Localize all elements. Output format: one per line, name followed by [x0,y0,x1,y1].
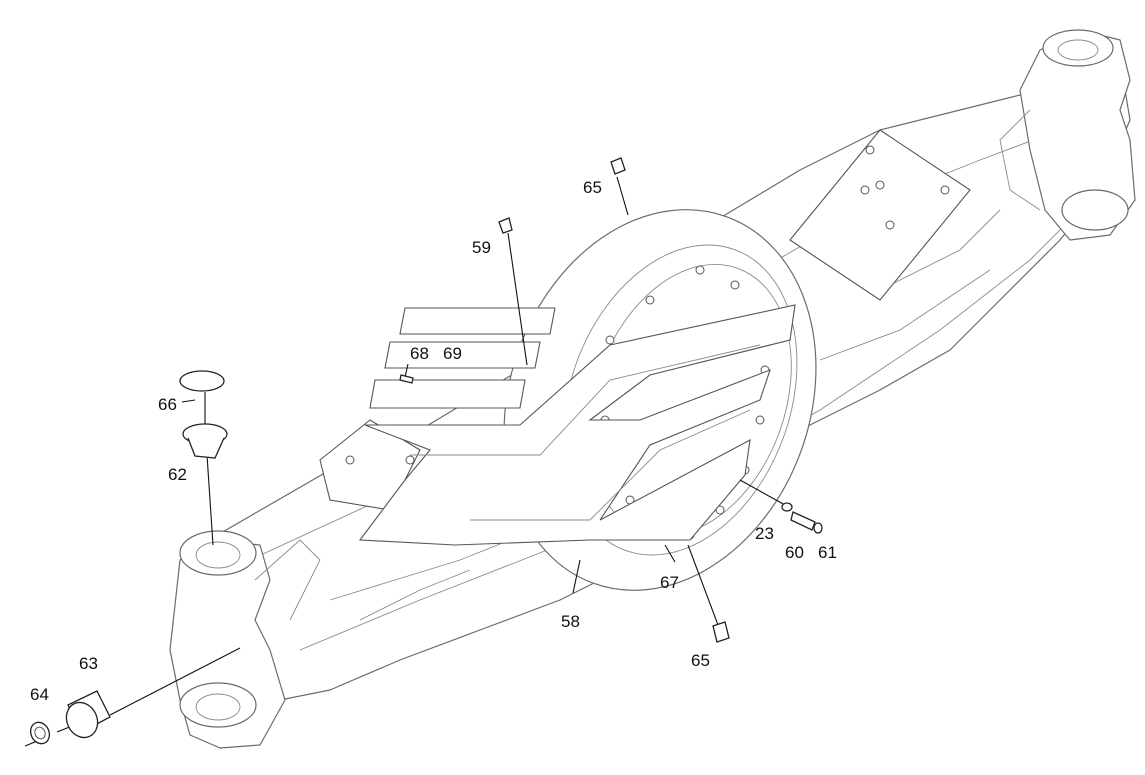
left-knuckle [169,530,321,749]
callout-64: 64 [30,685,49,704]
washer-61 [813,522,823,534]
bolt-59 [498,217,513,234]
plug-65-bottom [712,621,730,643]
callout-67: 67 [660,573,679,592]
callout-69: 69 [443,344,462,363]
callout-65-bottom: 65 [691,651,710,670]
pin-68 [399,374,414,384]
callout-68: 68 [410,344,429,363]
bolt-60 [790,511,816,531]
parts [29,157,823,745]
callout-58: 58 [561,612,580,631]
callout-63: 63 [79,654,98,673]
cap-66 [179,370,225,392]
callout-23: 23 [755,524,774,543]
callout-59: 59 [472,238,491,257]
washer-23 [781,502,793,512]
callout-66: 66 [158,395,177,414]
plug-65-top [610,157,626,175]
callout-61: 61 [818,543,837,562]
right-knuckle [999,29,1136,241]
callout-60: 60 [785,543,804,562]
callout-65-top: 65 [583,178,602,197]
leader-lines [24,176,786,747]
shim-plates [369,307,556,409]
callout-62: 62 [168,465,187,484]
cover-gasket [358,304,796,546]
